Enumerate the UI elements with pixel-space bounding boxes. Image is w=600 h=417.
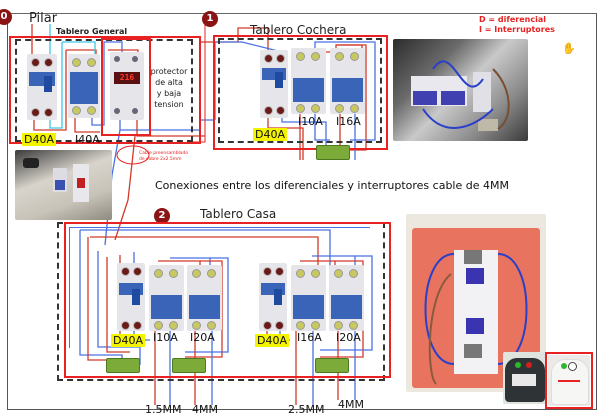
connections-note: Conexiones entre los diferenciales y int…	[155, 179, 509, 192]
device-label-i20a-casa-1: I20A	[190, 331, 215, 344]
section-badge-1: 1	[202, 11, 218, 27]
interruptor-i16a-casa	[291, 265, 326, 331]
tablero-casa-inner-frame	[69, 227, 370, 348]
diferencial-d40a-casa-2	[259, 263, 287, 331]
tablero-cochera-enclosure	[218, 38, 382, 143]
legend: D = diferencial I = Interruptores	[479, 15, 555, 35]
tablero-general-title: Tablero General	[56, 27, 128, 36]
cable-size-1: 1.5MM	[145, 403, 182, 416]
tablero-casa-title: Tablero Casa	[200, 207, 277, 221]
device-label-d40a-general: D40A	[22, 133, 56, 146]
tablero-cochera-title: Tablero Cochera	[250, 23, 347, 37]
interruptor-i16a-cochera	[330, 48, 365, 114]
protector-frame	[101, 38, 151, 136]
terminal-block-cochera	[316, 145, 350, 160]
tablero-general-enclosure	[15, 39, 193, 142]
section-badge-0: 0	[0, 9, 12, 25]
cable-size-2: 4MM	[192, 403, 218, 416]
cable-note: Cable preensamblado de cobre 2x2.5mm	[139, 151, 189, 162]
interruptor-i40a-general	[68, 54, 100, 118]
page-border	[7, 13, 597, 410]
photo-protector-black	[503, 352, 547, 404]
interruptor-i20a-casa-1	[187, 265, 222, 331]
photo-tablero-cochera	[393, 39, 528, 141]
protector-alta-baja-device: 216	[110, 52, 144, 120]
device-label-i10a-casa: I10A	[153, 331, 178, 344]
device-label-d40a-cochera: D40A	[253, 128, 287, 141]
cable-highlight-ellipse	[116, 145, 150, 165]
photo-pilar-box	[15, 150, 112, 220]
interruptor-i20a-casa-2	[329, 265, 364, 331]
device-label-d40a-casa-1: D40A	[111, 334, 145, 347]
device-label-d40a-casa-2: D40A	[255, 334, 289, 347]
photo-protector-white	[548, 355, 590, 406]
device-label-i16a-cochera: I16A	[336, 115, 361, 128]
device-label-i16a-casa: I16A	[297, 331, 322, 344]
device-label-i10a-cochera: I10A	[298, 115, 323, 128]
interruptor-i10a-cochera	[291, 48, 326, 114]
legend-diferencial: D = diferencial	[479, 15, 546, 24]
pilar-label: Pilar	[29, 11, 58, 26]
cursor-hand-icon: ✋	[562, 42, 576, 55]
diferencial-d40a-cochera	[260, 50, 288, 118]
cable-size-3: 2.5MM	[288, 403, 325, 416]
tablero-casa-frame	[64, 222, 391, 378]
device-label-i40a-general: I40A	[75, 133, 100, 146]
tablero-cochera-frame	[213, 35, 388, 150]
terminal-block-casa-3	[315, 358, 349, 373]
terminal-block-casa-2	[172, 358, 206, 373]
tablero-general-frame	[9, 36, 201, 144]
interruptor-i10a-casa	[149, 265, 184, 331]
protector-label: protector de alta y baja tension	[150, 67, 188, 109]
voltage-display: 216	[114, 72, 140, 84]
terminal-block-casa-1	[106, 358, 140, 373]
section-badge-2: 2	[154, 208, 170, 224]
diferencial-d40a-general	[27, 54, 57, 120]
cable-size-4: 4MM	[338, 398, 364, 411]
legend-interruptores: I = Interruptores	[479, 25, 555, 34]
device-label-i20a-casa-2: I20A	[336, 331, 361, 344]
protector-white-frame	[545, 352, 593, 409]
diferencial-d40a-casa-1	[117, 263, 145, 331]
